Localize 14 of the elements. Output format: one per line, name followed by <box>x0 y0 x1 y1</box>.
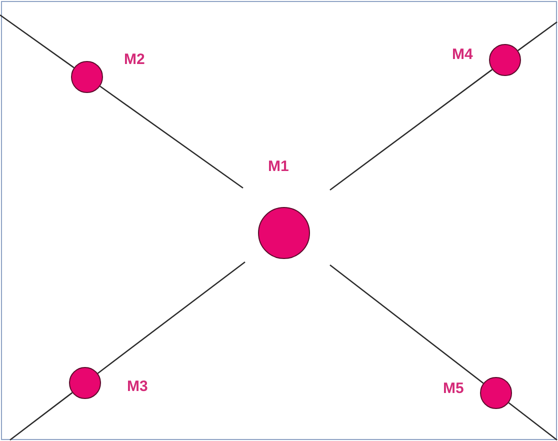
connector-line <box>97 261 246 374</box>
circle-node <box>258 207 310 259</box>
connector-line <box>330 69 493 191</box>
circle-node <box>69 367 101 399</box>
circle-node <box>71 61 103 93</box>
circle-node <box>489 44 521 76</box>
node-label: M4 <box>452 46 473 63</box>
connector-line <box>330 264 484 384</box>
circle-node <box>480 377 512 409</box>
connector-line <box>100 86 244 189</box>
node-label: M5 <box>443 380 464 397</box>
node-label: M1 <box>268 158 289 175</box>
node-label: M2 <box>124 51 145 68</box>
node-label: M3 <box>127 378 148 395</box>
